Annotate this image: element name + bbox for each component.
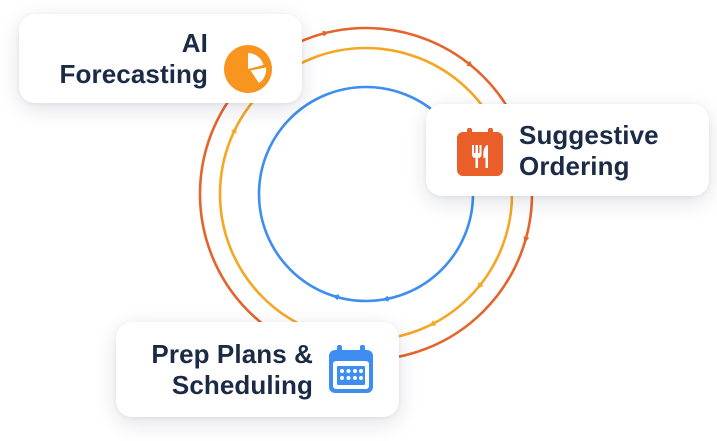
ai-forecasting-card: AI Forecasting <box>19 14 302 103</box>
prep-plans-label: Prep Plans & Scheduling <box>151 339 313 401</box>
suggestive-ordering-label-line2: Ordering <box>519 151 630 181</box>
fork-knife-icon <box>457 128 503 181</box>
calendar-icon <box>329 345 373 398</box>
prep-plans-scheduling-card: Prep Plans & Scheduling <box>116 322 399 417</box>
suggestive-ordering-card: Suggestive Ordering <box>426 104 709 196</box>
suggestive-ordering-label: Suggestive Ordering <box>519 120 659 182</box>
prep-plans-label-line2: Scheduling <box>171 370 313 400</box>
suggestive-ordering-label-line1: Suggestive <box>519 120 659 150</box>
ai-forecasting-label: AI Forecasting <box>60 28 208 90</box>
ai-forecasting-label-line1: AI <box>181 28 208 58</box>
pie-chart-icon <box>223 44 273 99</box>
ai-forecasting-label-line2: Forecasting <box>59 59 208 89</box>
prep-plans-label-line1: Prep Plans & <box>151 339 313 369</box>
